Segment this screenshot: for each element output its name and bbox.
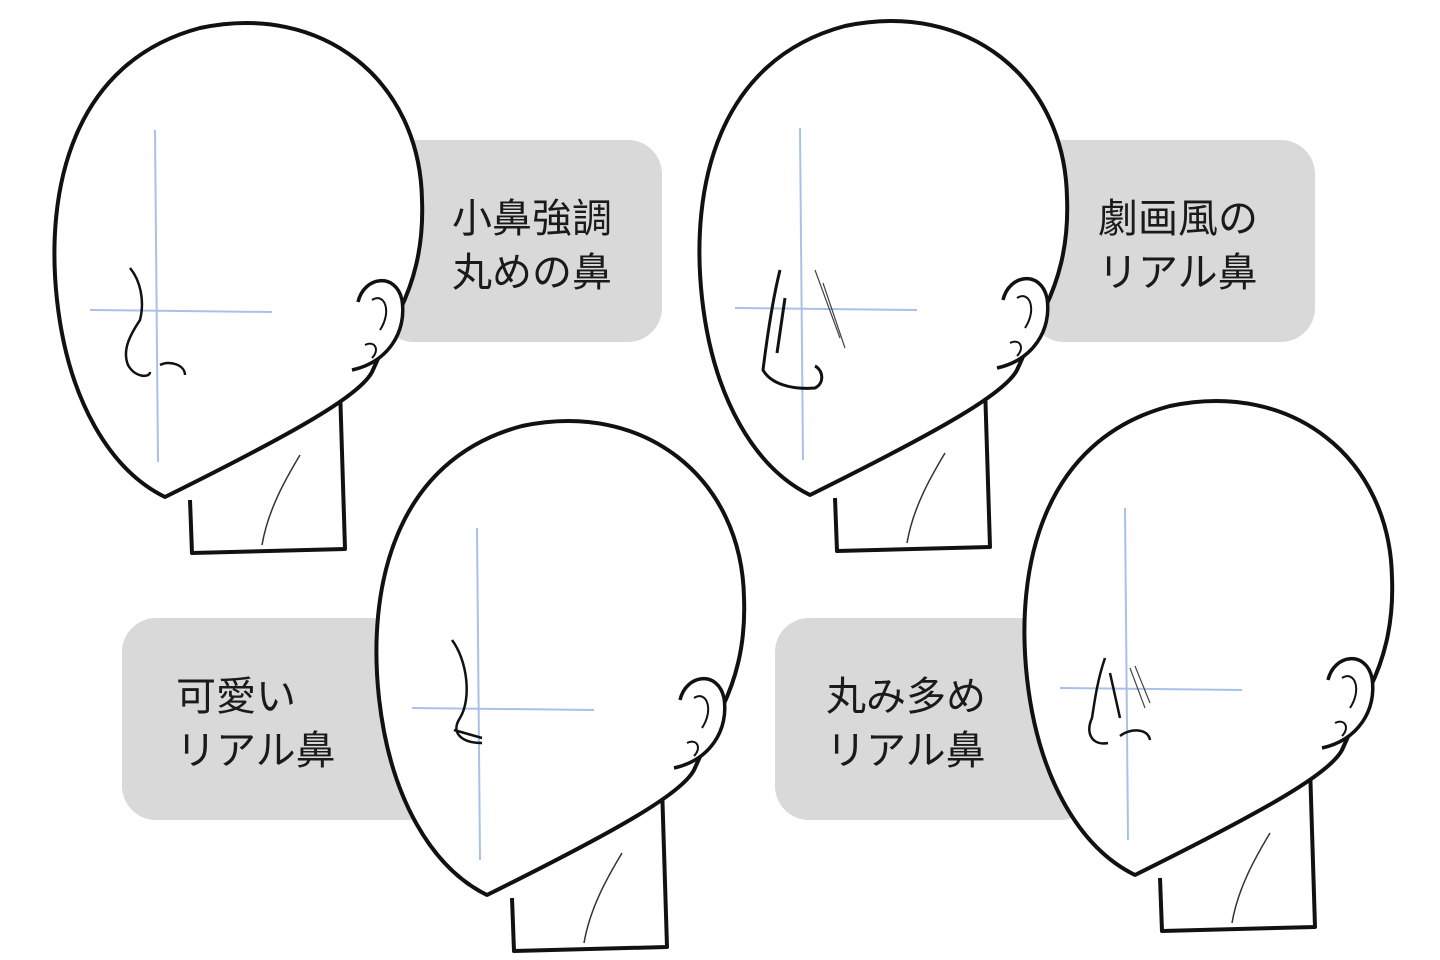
- label-2-line2: リアル鼻: [1098, 250, 1258, 296]
- label-1-line2: 丸めの鼻: [452, 250, 612, 296]
- label-box-1: [380, 140, 662, 342]
- head-3: [374, 418, 747, 953]
- label-2-line1: 劇画風の: [1098, 196, 1258, 242]
- label-1-line1: 小鼻強調: [452, 196, 612, 242]
- head-2: [697, 18, 1070, 554]
- label-3-line2: リアル鼻: [176, 728, 336, 774]
- label-4: 丸み多め リアル鼻: [826, 670, 986, 778]
- label-4-line1: 丸み多め: [826, 674, 986, 720]
- label-3-line1: 可愛い: [176, 674, 296, 720]
- label-1: 小鼻強調 丸めの鼻: [452, 192, 612, 300]
- label-box-2: [1030, 140, 1315, 342]
- head-1: [52, 20, 425, 556]
- label-2: 劇画風の リアル鼻: [1098, 192, 1258, 300]
- head-4: [1022, 398, 1395, 933]
- label-3: 可愛い リアル鼻: [176, 670, 336, 778]
- label-4-line2: リアル鼻: [826, 728, 986, 774]
